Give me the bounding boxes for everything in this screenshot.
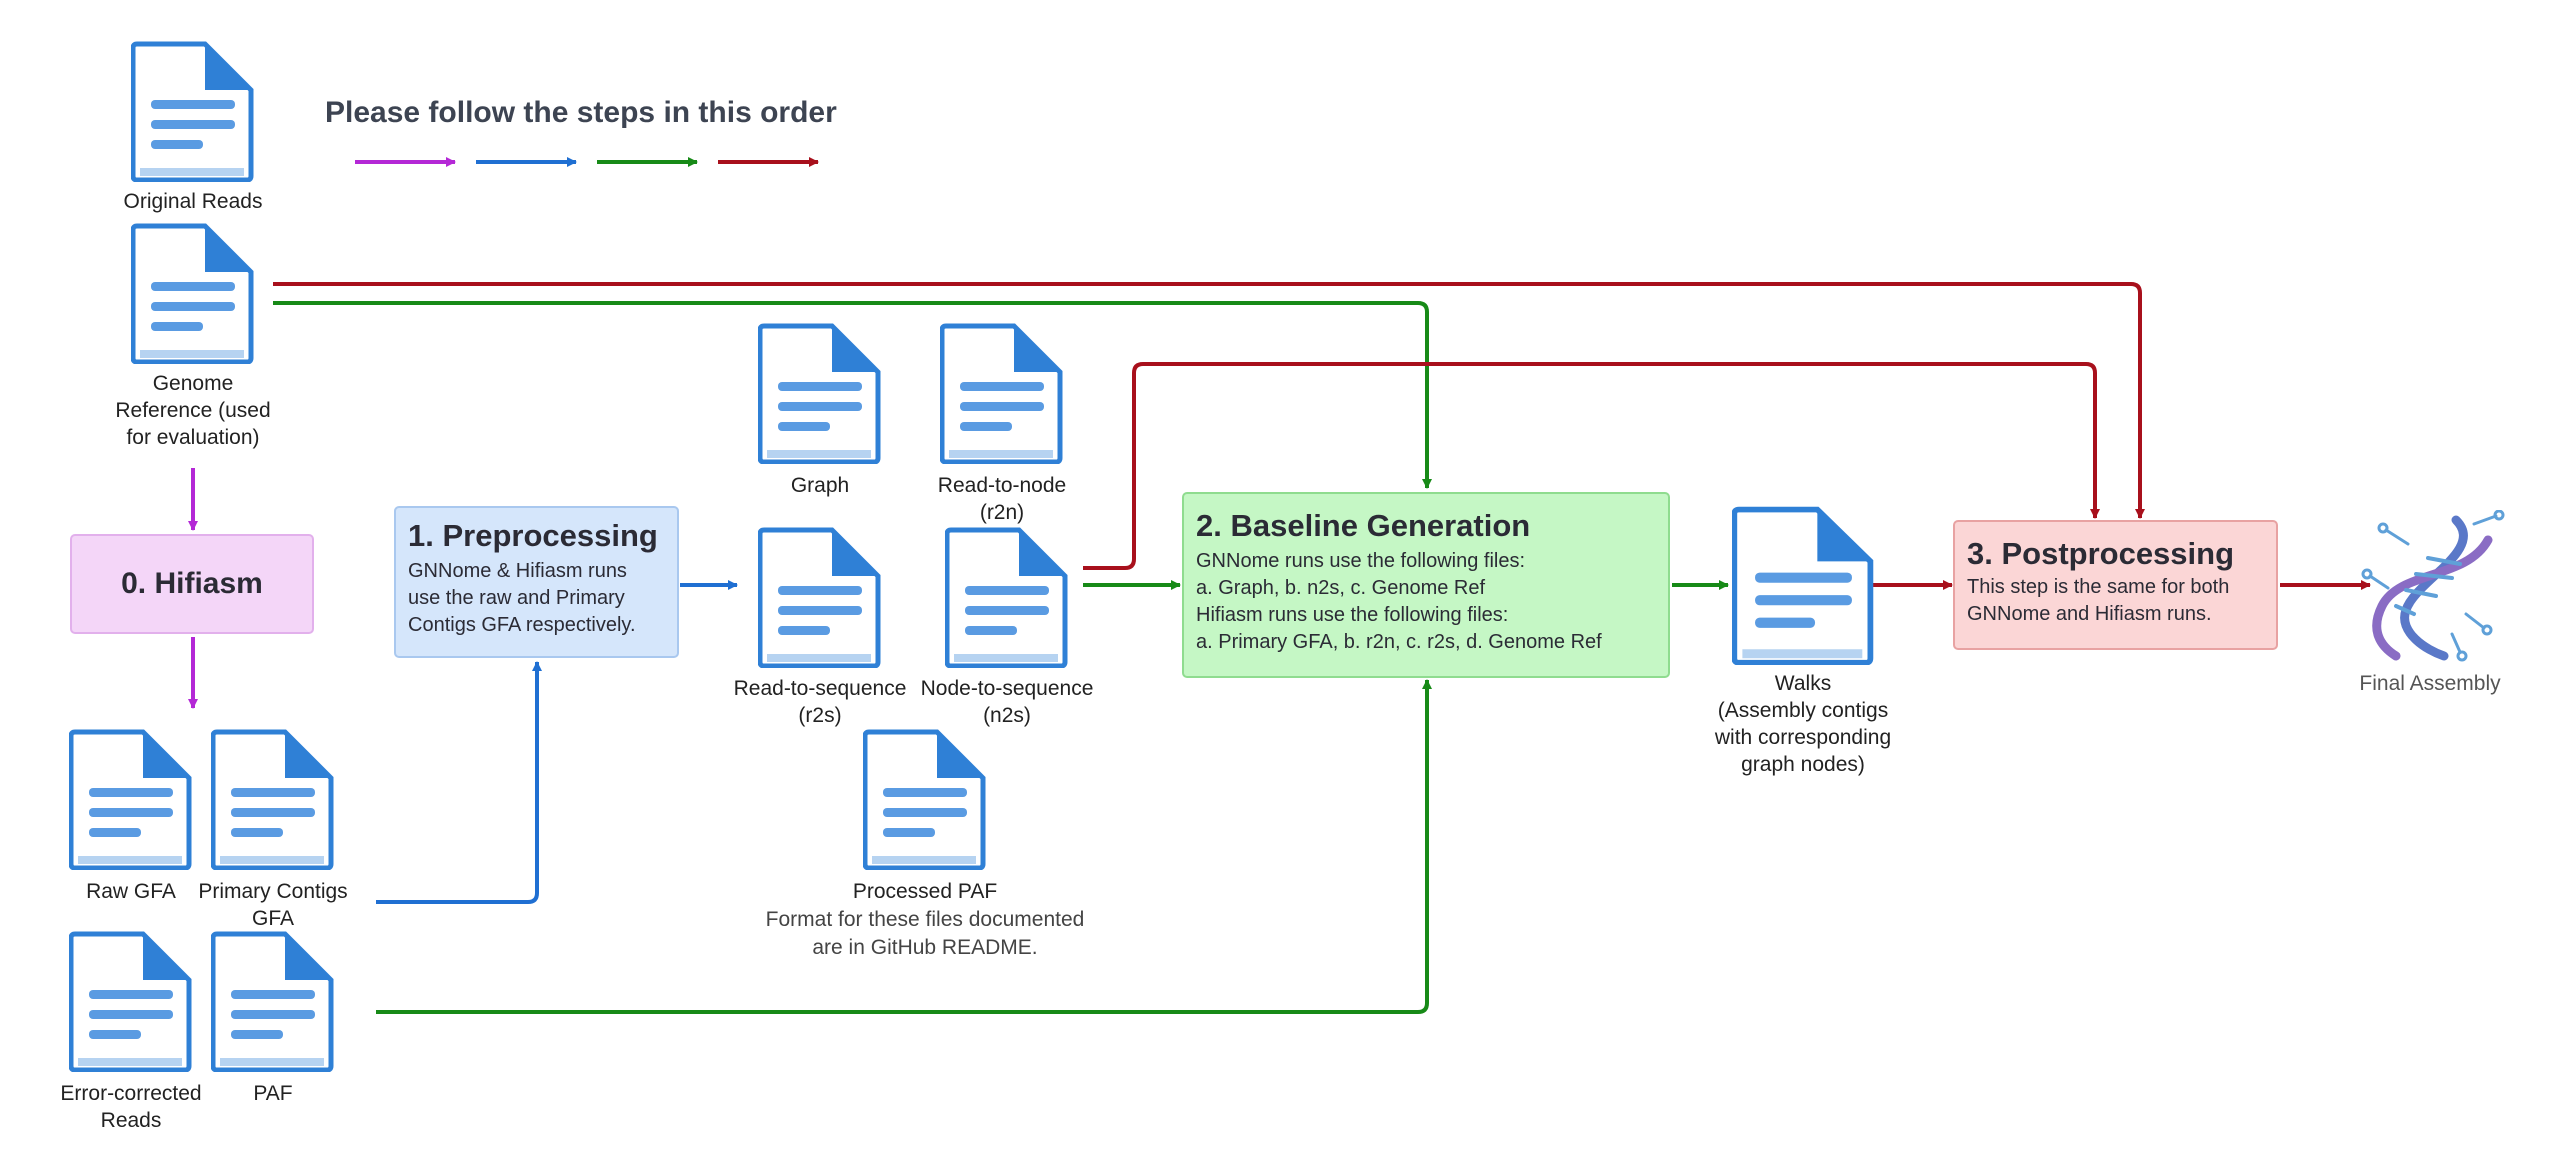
genome-reference-label: Genome Reference (used for evaluation)	[115, 372, 271, 449]
read-to-sequence-label: Read-to-sequence (r2s)	[733, 677, 907, 727]
step-postprocessing: 3. Postprocessing This step is the same …	[1953, 520, 2278, 650]
step-baseline-title: 2. Baseline Generation	[1196, 508, 1531, 543]
step-preprocessing-title: 1. Preprocessing	[408, 518, 658, 553]
file-icon	[211, 930, 335, 1072]
file-icon	[131, 40, 255, 182]
raw-gfa-label: Raw GFA	[86, 880, 176, 903]
file-icon	[131, 222, 255, 364]
error-corrected-reads-label: Error-corrected Reads	[60, 1082, 202, 1132]
file-icon	[1732, 505, 1875, 665]
file-icon	[211, 728, 335, 870]
file-icon	[69, 728, 193, 870]
dna-icon	[2356, 509, 2506, 662]
step-hifiasm: 0. Hifiasm	[70, 534, 314, 634]
file-icon	[758, 526, 882, 668]
file-icon	[940, 322, 1064, 464]
paf-label: PAF	[253, 1082, 293, 1105]
file-icon	[758, 322, 882, 464]
primary-contigs-gfa-label: Primary Contigs GFA	[198, 880, 348, 930]
step-baseline-generation: 2. Baseline Generation GNNome runs use t…	[1182, 492, 1670, 678]
file-icon	[863, 728, 987, 870]
node-to-sequence-label: Node-to-sequence (n2s)	[920, 677, 1094, 727]
walks-label: Walks (Assembly contigs with correspondi…	[1714, 672, 1892, 776]
graph-label: Graph	[790, 474, 850, 497]
read-to-node-label: Read-to-node (r2n)	[937, 474, 1067, 524]
legend-title: Please follow the steps in this order	[325, 96, 837, 129]
format-note: Format for these files documented are in…	[765, 908, 1085, 959]
original-reads-label: Original Reads	[123, 190, 263, 213]
step-hifiasm-title: 0. Hifiasm	[121, 567, 263, 600]
step-postprocessing-title: 3. Postprocessing	[1967, 536, 2235, 571]
file-icon	[69, 930, 193, 1072]
step-preprocessing: 1. Preprocessing GNNome & Hifiasm runs u…	[394, 506, 679, 658]
final-assembly-label: Final Assembly	[2359, 672, 2501, 695]
processed-paf-label: Processed PAF	[852, 880, 998, 903]
arrow-genome-to-postprocessing	[273, 282, 2145, 519]
file-icon	[945, 526, 1069, 668]
arrow-primary-to-preprocessing	[376, 661, 542, 904]
